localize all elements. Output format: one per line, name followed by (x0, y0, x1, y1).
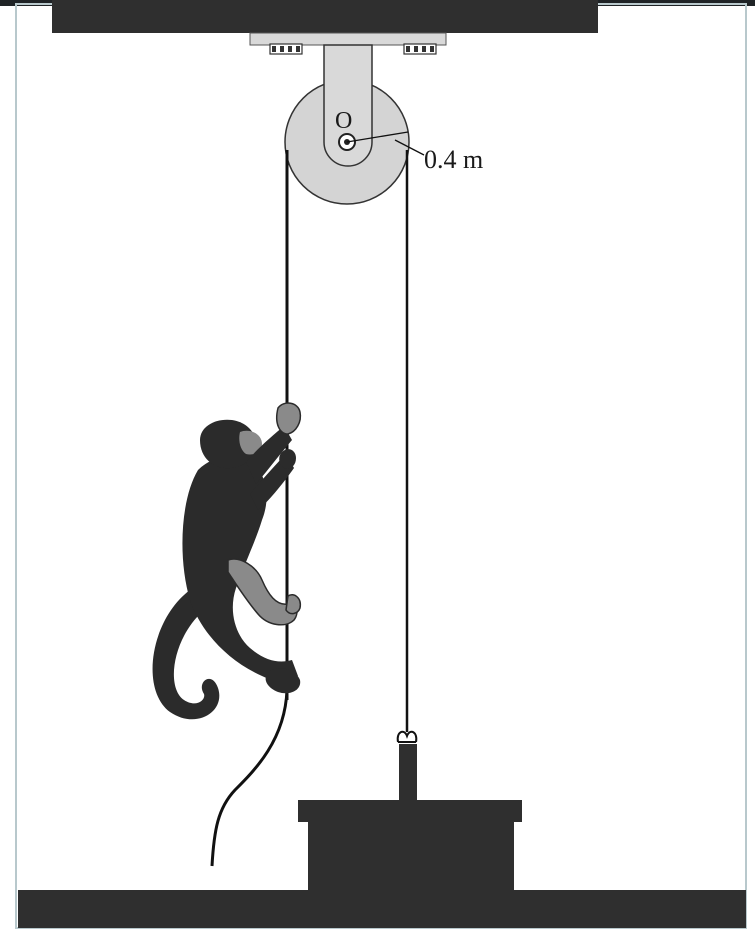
weight-hook (396, 730, 418, 743)
radius-line (346, 131, 409, 143)
radius-leader-line (394, 139, 425, 156)
crate-lid (298, 800, 522, 822)
monkey-tail (152, 590, 220, 720)
monkey-lower-arm (250, 454, 294, 510)
bolt-left (269, 43, 303, 55)
crate-body (308, 822, 514, 892)
monkey-face (239, 430, 262, 455)
rope-loose-end (210, 689, 289, 867)
monkey-figure (152, 402, 302, 720)
ceiling-beam (52, 0, 598, 33)
pulley-bracket (323, 44, 373, 167)
monkey-top-hand (276, 402, 302, 435)
weight-stem (399, 744, 417, 802)
monkey-lower-foot (265, 668, 301, 694)
monkey-lower-hand (279, 449, 296, 469)
pivot-label: O (335, 108, 352, 134)
radius-label: 0.4 m (424, 145, 483, 174)
bolt-right (403, 43, 437, 55)
monkey-foot (285, 594, 302, 615)
monkey-upper-arm (246, 426, 292, 484)
floor (18, 890, 746, 928)
mounting-plate (249, 32, 447, 46)
